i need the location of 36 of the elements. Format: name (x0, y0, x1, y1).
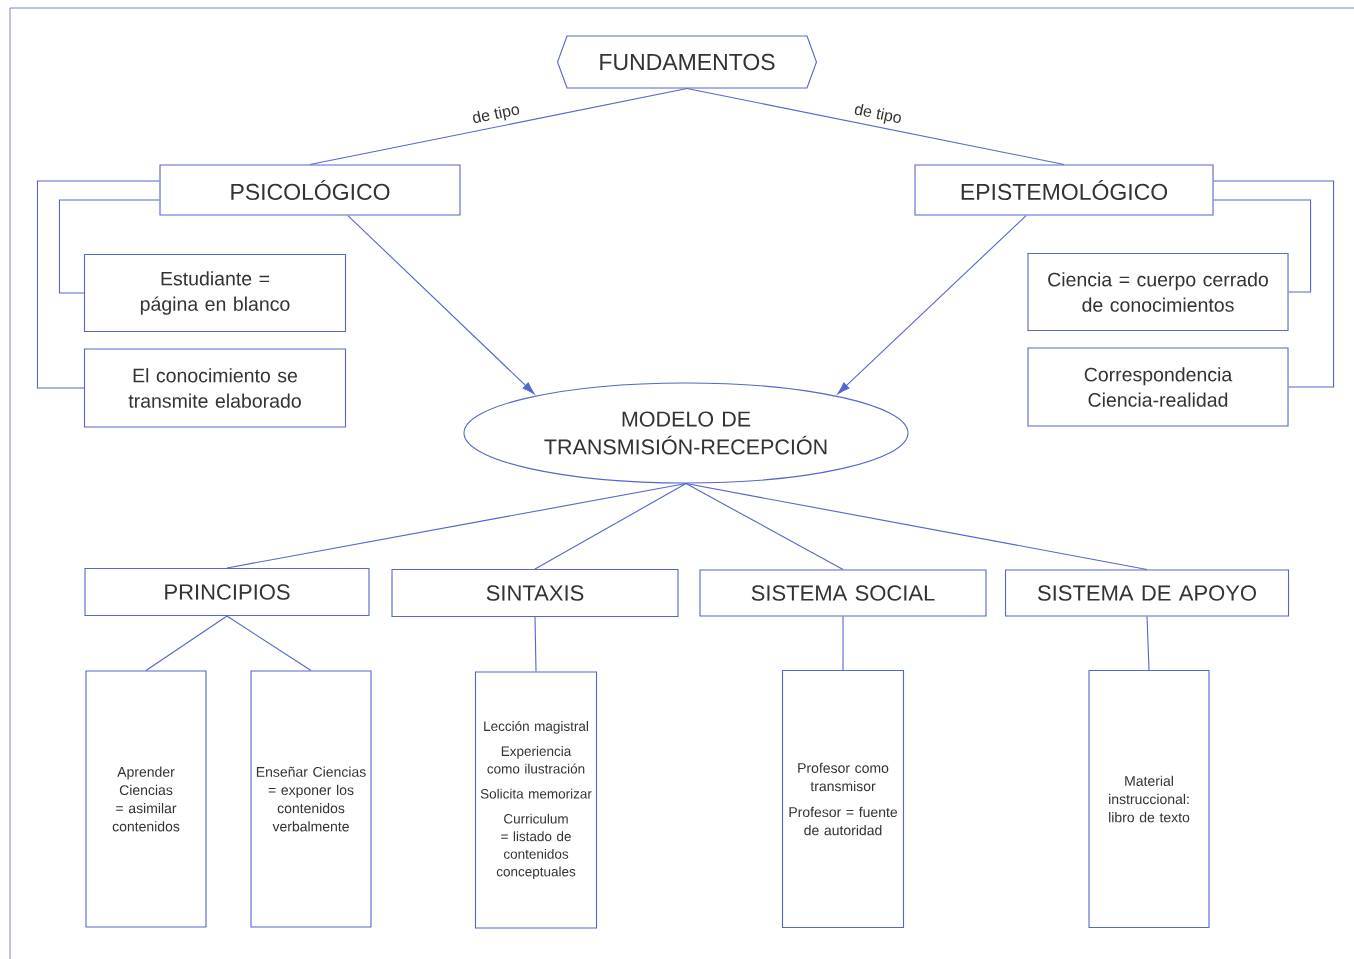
concept-box: Estudiante = página en blanco (83, 253, 347, 333)
connector (145, 615, 228, 671)
concept-box: Ciencia = cuerpo cerrado de conocimientos (1027, 252, 1289, 332)
concept-box: SISTEMA SOCIAL (699, 569, 987, 617)
ellipse-node: MODELO DE TRANSMISIÓN-RECEPCIÓN (463, 382, 909, 484)
concept-box: PSICOLÓGICO (159, 164, 461, 216)
connector (534, 483, 687, 570)
edge-label: de tipo (851, 101, 905, 128)
connector (534, 616, 537, 672)
hexagon-node: FUNDAMENTOS (556, 35, 818, 89)
connector (842, 616, 844, 671)
concept-box: Lección magistral Experiencia como ilustración Solicita memorizar Curriculum = listado de contenidos conceptuales (474, 671, 598, 929)
connector (686, 88, 1065, 165)
concept-box: PRINCIPIOS (84, 567, 370, 617)
concept-box: SINTAXIS (391, 568, 679, 618)
connector (347, 215, 535, 395)
connector (685, 483, 1148, 570)
concept-box: Aprender Ciencias = asimilar contenidos (85, 670, 207, 928)
concept-box: Correspondencia Ciencia-realidad (1027, 347, 1289, 427)
concept-box: Profesor como transmisor Profesor = fuente de autoridad (781, 669, 905, 929)
connector (309, 88, 688, 165)
concept-box: SISTEMA DE APOYO (1004, 569, 1290, 617)
connector (58, 199, 160, 294)
connector (837, 215, 1027, 395)
edge-label: de tipo (469, 101, 523, 128)
connector (226, 483, 687, 569)
concept-box: Enseñar Ciencias = exponer los contenidos verbalmente (250, 670, 372, 928)
connector (1146, 616, 1150, 671)
connector (36, 180, 160, 389)
connector (685, 483, 844, 570)
concept-box: EPISTEMOLÓGICO (914, 164, 1214, 216)
concept-box: El conocimiento se transmite elaborado (83, 348, 347, 428)
concept-box: Material instruccional: libro de texto (1088, 669, 1210, 929)
connector (1213, 180, 1335, 388)
connector (226, 615, 312, 671)
connector (1213, 199, 1312, 293)
